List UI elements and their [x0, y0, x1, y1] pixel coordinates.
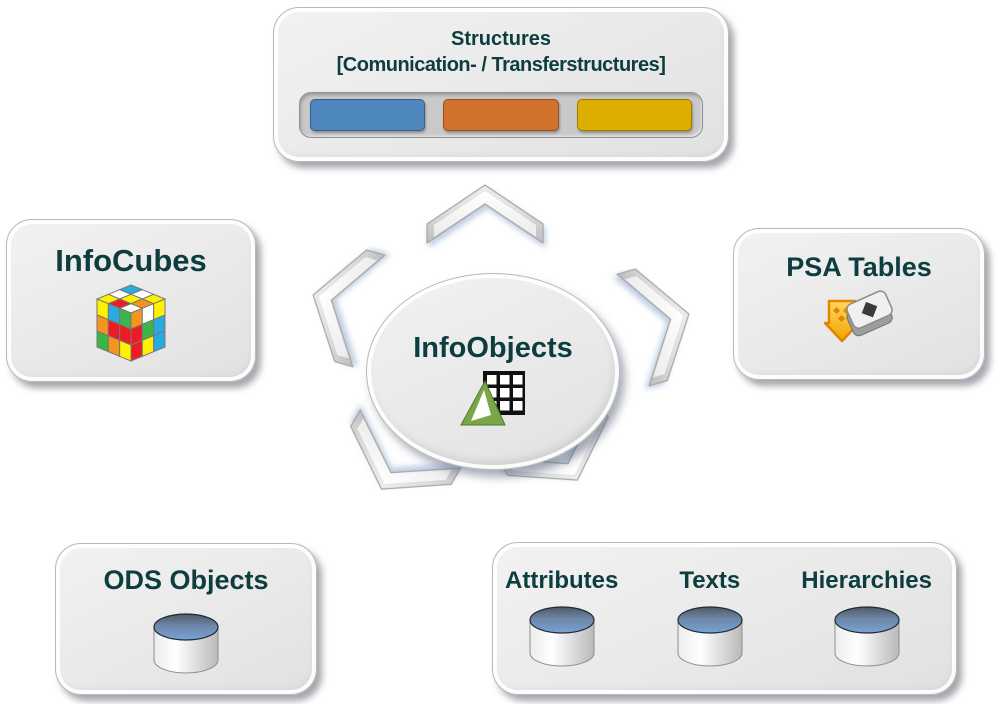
structures-box: Structures [Comunication- / Transferstru… — [273, 7, 729, 162]
texts-cylinder — [671, 601, 749, 668]
chevron-left-icon — [295, 237, 388, 369]
structures-bar-tray — [299, 92, 703, 138]
texts-label: Texts — [679, 567, 741, 594]
structure-bar-gold — [576, 99, 692, 131]
rubiks-cube-icon — [89, 282, 173, 368]
hierarchies-cylinder — [828, 601, 906, 668]
psa-tables-box: PSA Tables — [733, 228, 985, 380]
texts-column: Texts — [671, 567, 749, 668]
infocubes-label: InfoCubes — [55, 243, 207, 278]
attributes-label: Attributes — [505, 567, 619, 594]
chevron-arrow — [616, 268, 690, 387]
chevron-up-icon — [425, 183, 545, 245]
database-cylinder-icon — [834, 606, 900, 667]
psa-table-icon — [823, 290, 893, 343]
infocubes-box: InfoCubes — [6, 219, 256, 382]
infoobject-grid-icon — [460, 371, 525, 426]
ods-objects-box: ODS Objects — [55, 543, 317, 695]
structure-bar-blue — [310, 99, 426, 131]
hierarchies-column: Hierarchies — [801, 567, 932, 668]
chevron-arrow — [426, 184, 544, 244]
master-data-box: Attributes Texts — [492, 542, 957, 695]
attributes-column: Attributes — [505, 567, 618, 668]
chevron-arrow — [312, 249, 386, 368]
database-cylinder-icon — [529, 606, 595, 667]
infoobjects-label: InfoObjects — [413, 332, 573, 364]
hierarchies-label: Hierarchies — [801, 567, 932, 594]
infoobjects-ellipse: InfoObjects — [366, 273, 620, 470]
database-cylinder-icon — [677, 606, 743, 667]
chevron-arrow — [350, 409, 462, 490]
ods-cylinder — [147, 602, 225, 675]
structure-bar-orange — [443, 99, 559, 131]
psa-tables-label: PSA Tables — [786, 252, 932, 282]
chevron-down-left-icon — [329, 407, 464, 521]
structures-subtitle: [Comunication- / Transferstructures] — [336, 54, 666, 76]
attributes-cylinder — [523, 601, 601, 668]
structures-title: Structures — [450, 28, 552, 50]
chevron-right-icon — [615, 256, 708, 388]
ods-objects-label: ODS Objects — [103, 565, 269, 595]
database-cylinder-icon — [153, 613, 219, 674]
